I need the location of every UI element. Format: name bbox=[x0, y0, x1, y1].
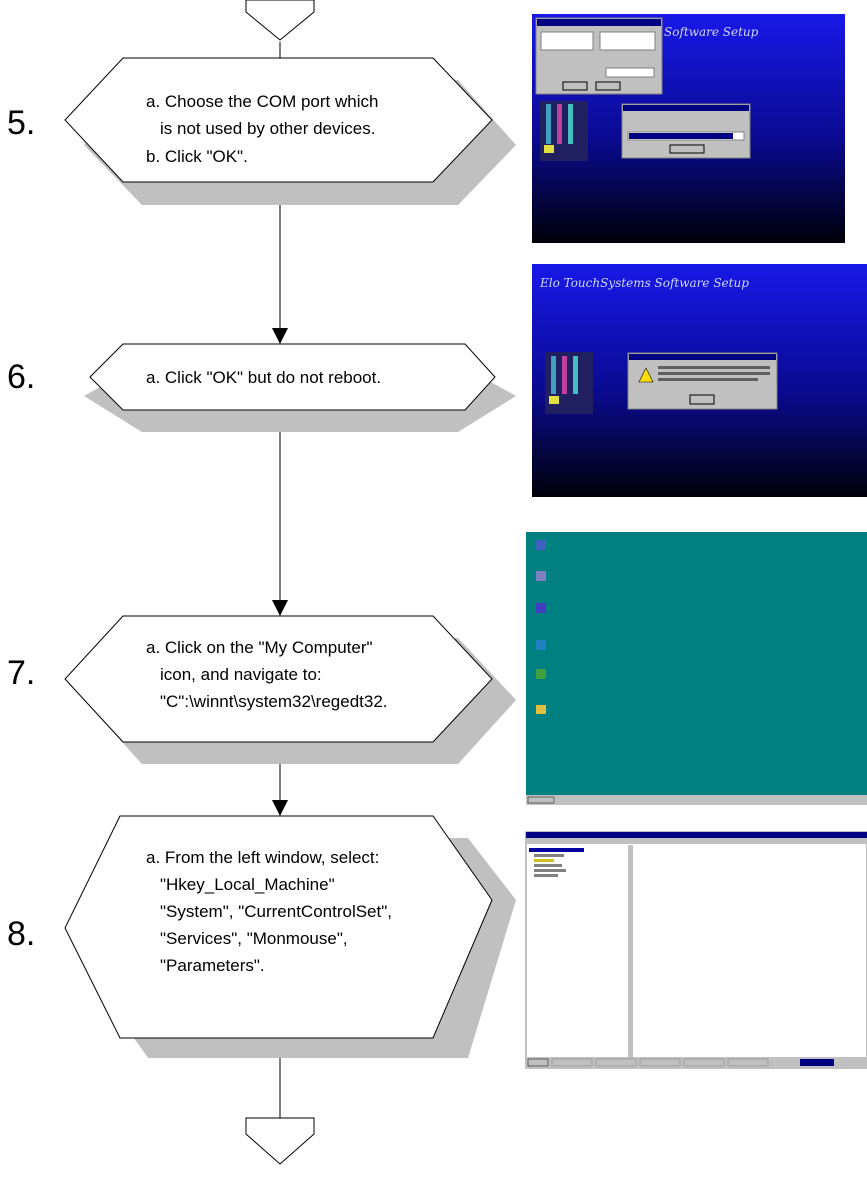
step7-line-2: icon, and navigate to: bbox=[160, 665, 322, 684]
arrow-head bbox=[272, 800, 288, 816]
start-button bbox=[527, 796, 555, 804]
regedit-menubar bbox=[526, 838, 867, 844]
step8-line-5: "Parameters". bbox=[160, 956, 265, 975]
step5-line-2: is not used by other devices. bbox=[160, 119, 375, 138]
step-number-8: 8. bbox=[7, 915, 36, 953]
arrow-head bbox=[272, 600, 288, 616]
arrow-head bbox=[272, 328, 288, 344]
step7-line-1: a. Click on the "My Computer" bbox=[146, 638, 373, 657]
desktop-icon bbox=[536, 571, 546, 581]
off-page-connector-bottom bbox=[245, 1117, 315, 1165]
screenshot-step5: Software Setup bbox=[532, 14, 845, 243]
desktop-icon bbox=[536, 640, 546, 650]
step-number-5: 5. bbox=[7, 104, 36, 142]
setup-banner-title: Software Setup bbox=[664, 25, 759, 39]
desktop-icon bbox=[536, 705, 546, 714]
step8-line-1: a. From the left window, select: bbox=[146, 848, 379, 867]
step8-line-3: "System", "CurrentControlSet", bbox=[160, 902, 392, 921]
setup-banner-title: Elo TouchSystems Software Setup bbox=[539, 276, 749, 290]
step7-hexagon bbox=[64, 615, 493, 743]
regedit-titlebar bbox=[526, 832, 867, 838]
step5-line-1: a. Choose the COM port which bbox=[146, 92, 378, 111]
step8-line-4: "Services", "Monmouse", bbox=[160, 929, 348, 948]
desktop-icon bbox=[536, 603, 546, 613]
step5-hexagon bbox=[64, 57, 493, 183]
desktop-icon-my-computer bbox=[536, 540, 546, 550]
regedit-tree-pane bbox=[527, 845, 628, 1057]
step8-hexagon bbox=[64, 815, 493, 1039]
step7-line-3: "C":\winnt\system32\regedt32. bbox=[160, 692, 388, 711]
step5-line-3: b. Click "OK". bbox=[146, 147, 248, 166]
step6-hexagon bbox=[89, 343, 496, 411]
step-number-6: 6. bbox=[7, 358, 36, 396]
step-number-7: 7. bbox=[7, 654, 36, 692]
taskbar bbox=[526, 795, 867, 805]
screenshot-step8 bbox=[525, 831, 867, 1069]
step6-line-1: a. Click "OK" but do not reboot. bbox=[146, 368, 381, 387]
off-page-connector-top bbox=[245, 0, 315, 41]
screenshot-step7 bbox=[526, 532, 867, 805]
desktop-icon bbox=[536, 669, 546, 679]
pane-splitter bbox=[628, 845, 633, 1057]
warning-icon bbox=[638, 367, 654, 383]
com-dialog bbox=[535, 17, 663, 95]
screenshot-step6: Elo TouchSystems Software Setup bbox=[532, 264, 867, 497]
step8-line-2: "Hkey_Local_Machine" bbox=[160, 875, 335, 894]
